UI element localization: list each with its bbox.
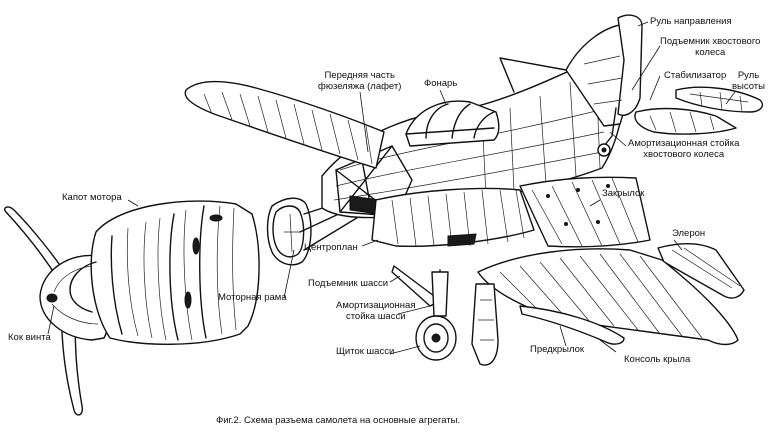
- label-tailwheel-strut: Амортизационная стойка хвостового колеса: [628, 138, 740, 160]
- leader-lines: [47, 21, 736, 355]
- canopy-drawing: [405, 100, 500, 147]
- aileron-drawing: [657, 243, 745, 299]
- engine-cowl-drawing: [69, 200, 260, 345]
- label-aileron: Элерон: [672, 228, 706, 239]
- stabilizer-drawing: [634, 86, 764, 135]
- label-engine-cowl: Капот мотора: [62, 192, 122, 203]
- label-tailwheel-retractor: Подъемник хвостового колеса: [660, 36, 761, 58]
- far-wing-drawing: [184, 80, 385, 169]
- label-canopy: Фонарь: [424, 78, 458, 89]
- tailwheel-drawing: [597, 107, 617, 157]
- slat-drawing: [519, 305, 625, 345]
- label-rudder: Руль направления: [650, 16, 732, 27]
- label-slat: Предкрылок: [530, 344, 585, 355]
- label-forward-fuselage: Передняя часть фюзеляжа (лафет): [318, 70, 402, 92]
- label-stabilizer: Стабилизатор: [664, 70, 727, 81]
- figure-caption: Фиг.2. Схема разъема самолета на основны…: [216, 415, 461, 426]
- center-section-drawing: [371, 187, 535, 247]
- flap-drawing: [519, 176, 651, 248]
- label-flap: Закрылок: [602, 188, 645, 199]
- label-center-section: Центроплан: [304, 242, 358, 253]
- tail-fin-drawing: [499, 14, 643, 127]
- label-propeller-spinner: Кок винта: [8, 332, 51, 343]
- label-gear-strut: Амортизационная стойка шасси: [336, 300, 416, 322]
- engine-mount-drawing: [266, 195, 361, 266]
- label-gear-door: Щиток шасси: [336, 346, 395, 357]
- landing-gear-drawing: [391, 265, 499, 366]
- label-elevator: Руль высоты: [732, 70, 765, 92]
- label-engine-mount: Моторная рама: [218, 292, 287, 303]
- label-wing-panel: Консоль крыла: [624, 354, 691, 365]
- label-gear-retractor: Подъемник шасси: [308, 278, 389, 289]
